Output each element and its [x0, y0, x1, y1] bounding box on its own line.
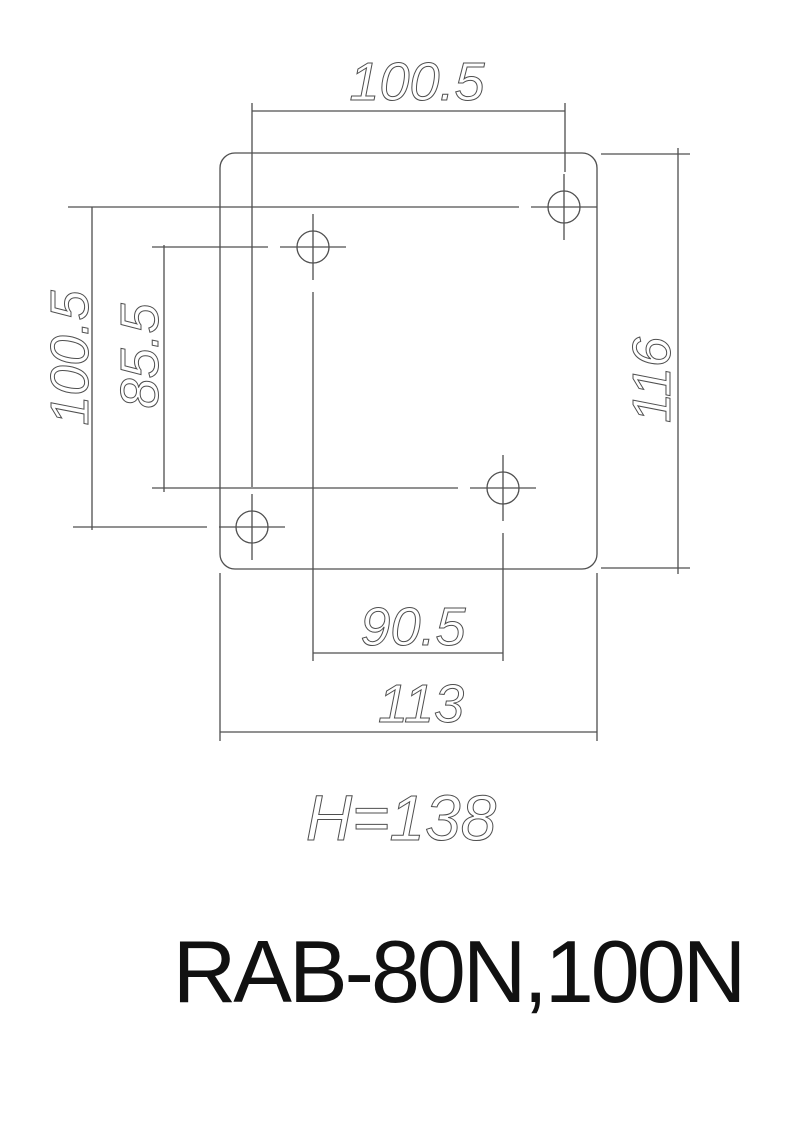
plate-outline [219, 152, 598, 570]
dimension-value: 100.5 [349, 52, 485, 112]
mounting-hole-bottom-middle [470, 455, 536, 521]
dimension-right-height: 116 [601, 148, 690, 574]
dimension-value: 85.5 [110, 302, 170, 408]
mounting-hole-top-right [531, 174, 597, 240]
dimension-left-height: 100.5 [40, 206, 519, 530]
dimension-value: 116 [622, 336, 682, 423]
dimension-top-width: 100.5 [251, 52, 566, 487]
dimension-inner-width: 90.5 [312, 292, 504, 661]
overall-height-label: H=138 [306, 782, 497, 854]
mounting-hole-bottom-left [219, 494, 285, 560]
dimension-inner-height: 85.5 [110, 245, 458, 492]
mounting-hole-top-left [280, 214, 346, 280]
dimension-value: 113 [378, 674, 464, 734]
dimension-value: 90.5 [360, 597, 466, 657]
dimension-value: 100.5 [40, 289, 100, 425]
dimension-bottom-width: 113 [219, 573, 598, 741]
plate-body [219, 152, 598, 570]
model-title: RAB-80N,100N [173, 922, 744, 1021]
